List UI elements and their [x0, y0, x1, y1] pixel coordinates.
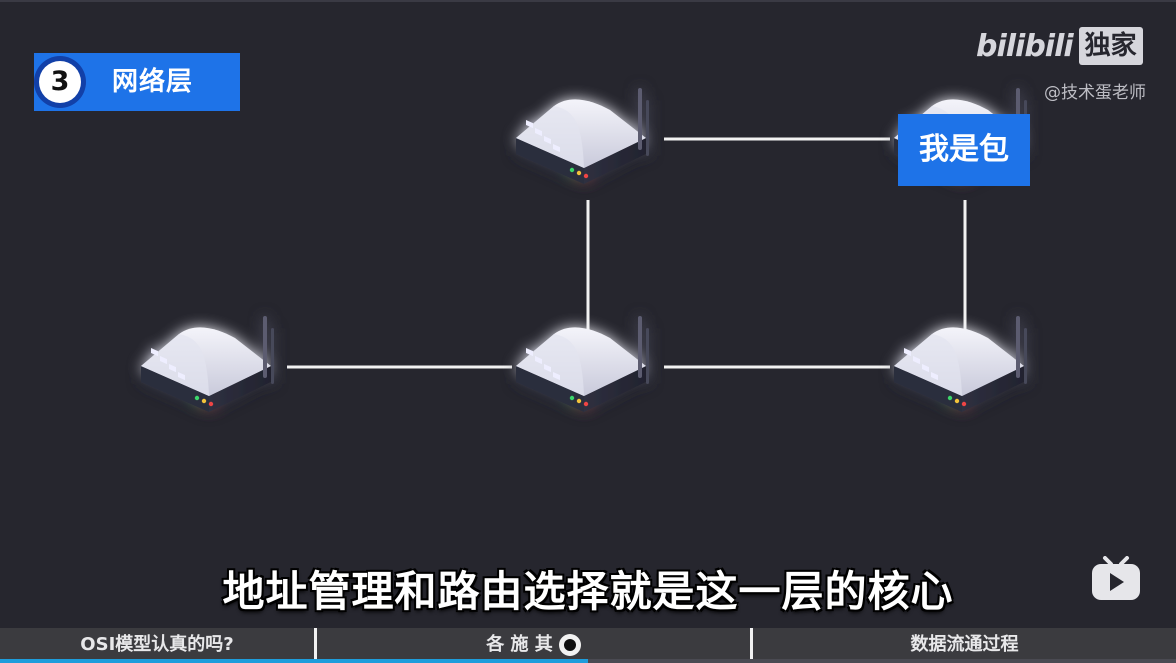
chapter-1[interactable]: OSI模型认真的吗? — [0, 628, 314, 661]
subtitle-caption: 地址管理和路由选择就是这一层的核心 — [222, 567, 954, 616]
chapter-bar[interactable]: OSI模型认真的吗? 各 施 其 数据流通过程 — [0, 628, 1176, 663]
chapter-label: OSI模型认真的吗? — [80, 634, 234, 655]
tv-icon[interactable] — [1090, 556, 1142, 602]
exclusive-tag: 独家 — [1078, 27, 1143, 65]
section-number: 3 — [39, 61, 81, 103]
router-icon — [894, 316, 1027, 412]
playhead-icon[interactable] — [558, 634, 581, 656]
chapter-label: 数据流通过程 — [910, 634, 1019, 655]
bilibili-logo: bilibili 独家 — [976, 25, 1143, 67]
router-icon — [141, 316, 274, 412]
packet-label: 我是包 — [898, 114, 1030, 186]
router-icon — [516, 88, 649, 184]
progress-track[interactable] — [0, 659, 1176, 663]
logo-wordmark: bilibili — [976, 28, 1074, 64]
section-number-circle: 3 — [34, 56, 86, 108]
section-title: 网络层 — [112, 67, 194, 97]
section-badge: 3 网络层 — [34, 53, 240, 111]
router-icon — [516, 316, 649, 412]
chapter-3[interactable]: 数据流通过程 — [750, 628, 1176, 661]
author-handle: @技术蛋老师 — [1044, 83, 1146, 103]
chapter-2[interactable]: 各 施 其 — [314, 628, 750, 661]
chapter-label: 各 施 其 — [486, 634, 553, 655]
progress-fill — [0, 659, 588, 663]
